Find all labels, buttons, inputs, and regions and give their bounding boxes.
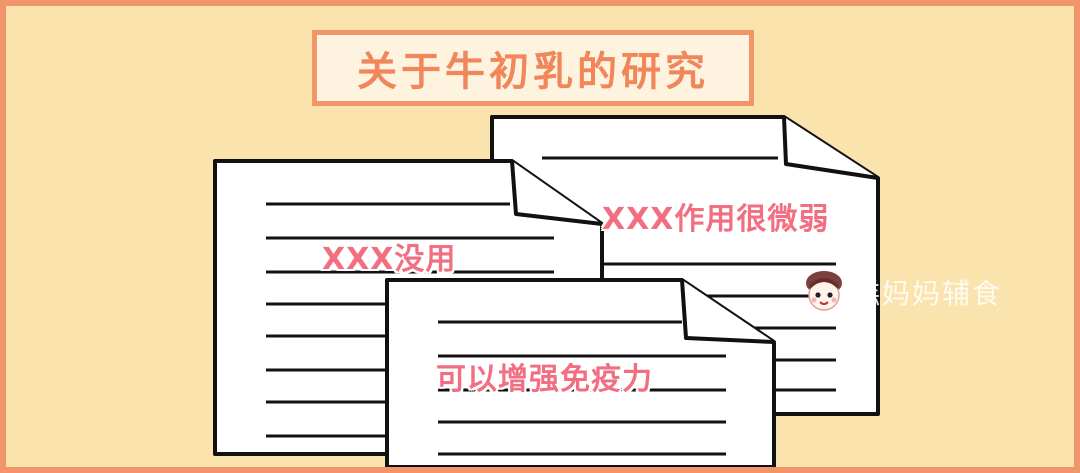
watermark-text: 糕妈妈辅食 — [852, 277, 1003, 310]
documents-illustration — [213, 115, 880, 467]
watermark: 糕妈妈辅食 — [802, 268, 1002, 316]
document-caption-useless: XXX没用 — [322, 242, 457, 277]
cartoon-girl-face-icon — [806, 271, 842, 311]
title-box: 关于牛初乳的研究 — [312, 30, 754, 106]
document-caption-weak: XXX作用很微弱 — [602, 202, 830, 237]
document-caption-immunity: 可以增强免疫力 — [436, 362, 653, 397]
page-title: 关于牛初乳的研究 — [357, 49, 709, 95]
document-front — [385, 278, 776, 467]
